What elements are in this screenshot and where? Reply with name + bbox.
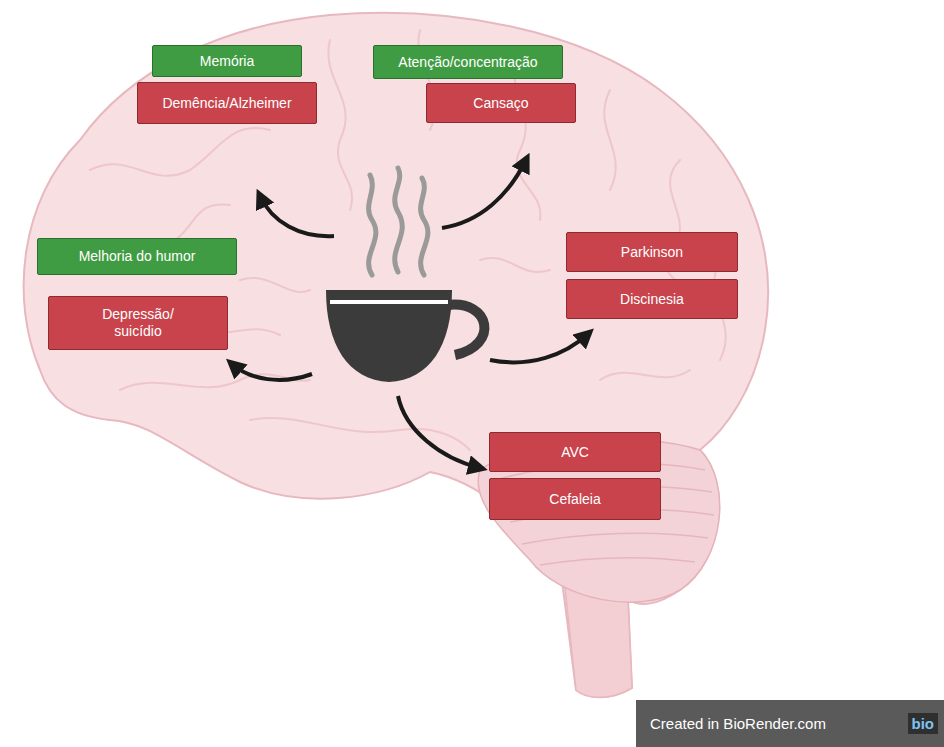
risk-box: Parkinson xyxy=(566,232,738,272)
risk-box: Demência/Alzheimer xyxy=(137,82,317,124)
steam xyxy=(369,168,428,275)
watermark-text: Created in BioRender.com xyxy=(650,715,826,732)
risk-box: Depressão/ suicídio xyxy=(48,296,228,350)
risk-box: Cefaleia xyxy=(489,478,661,520)
risk-box: Discinesia xyxy=(566,279,738,319)
box-label: Depressão/ suicídio xyxy=(88,306,188,340)
box-label: Cefaleia xyxy=(549,491,600,508)
watermark-bar: Created in BioRender.com bio xyxy=(636,700,944,747)
box-label: Parkinson xyxy=(621,244,683,261)
effect-arrows xyxy=(232,160,588,468)
box-label: Discinesia xyxy=(620,291,684,308)
risk-box: AVC xyxy=(489,432,661,472)
brain-outline xyxy=(24,13,768,697)
box-label: Memória xyxy=(200,53,254,70)
benefit-box: Atenção/concentração xyxy=(373,45,563,79)
risk-box: Cansaço xyxy=(426,83,576,123)
box-label: Melhoria do humor xyxy=(79,248,196,265)
box-label: Demência/Alzheimer xyxy=(162,95,291,112)
benefit-box: Melhoria do humor xyxy=(37,238,237,275)
box-label: Cansaço xyxy=(473,95,528,112)
box-label: AVC xyxy=(561,444,589,461)
coffee-cup xyxy=(326,290,484,382)
box-label: Atenção/concentração xyxy=(398,54,537,71)
watermark-logo: bio xyxy=(908,713,939,734)
benefit-box: Memória xyxy=(152,45,302,77)
